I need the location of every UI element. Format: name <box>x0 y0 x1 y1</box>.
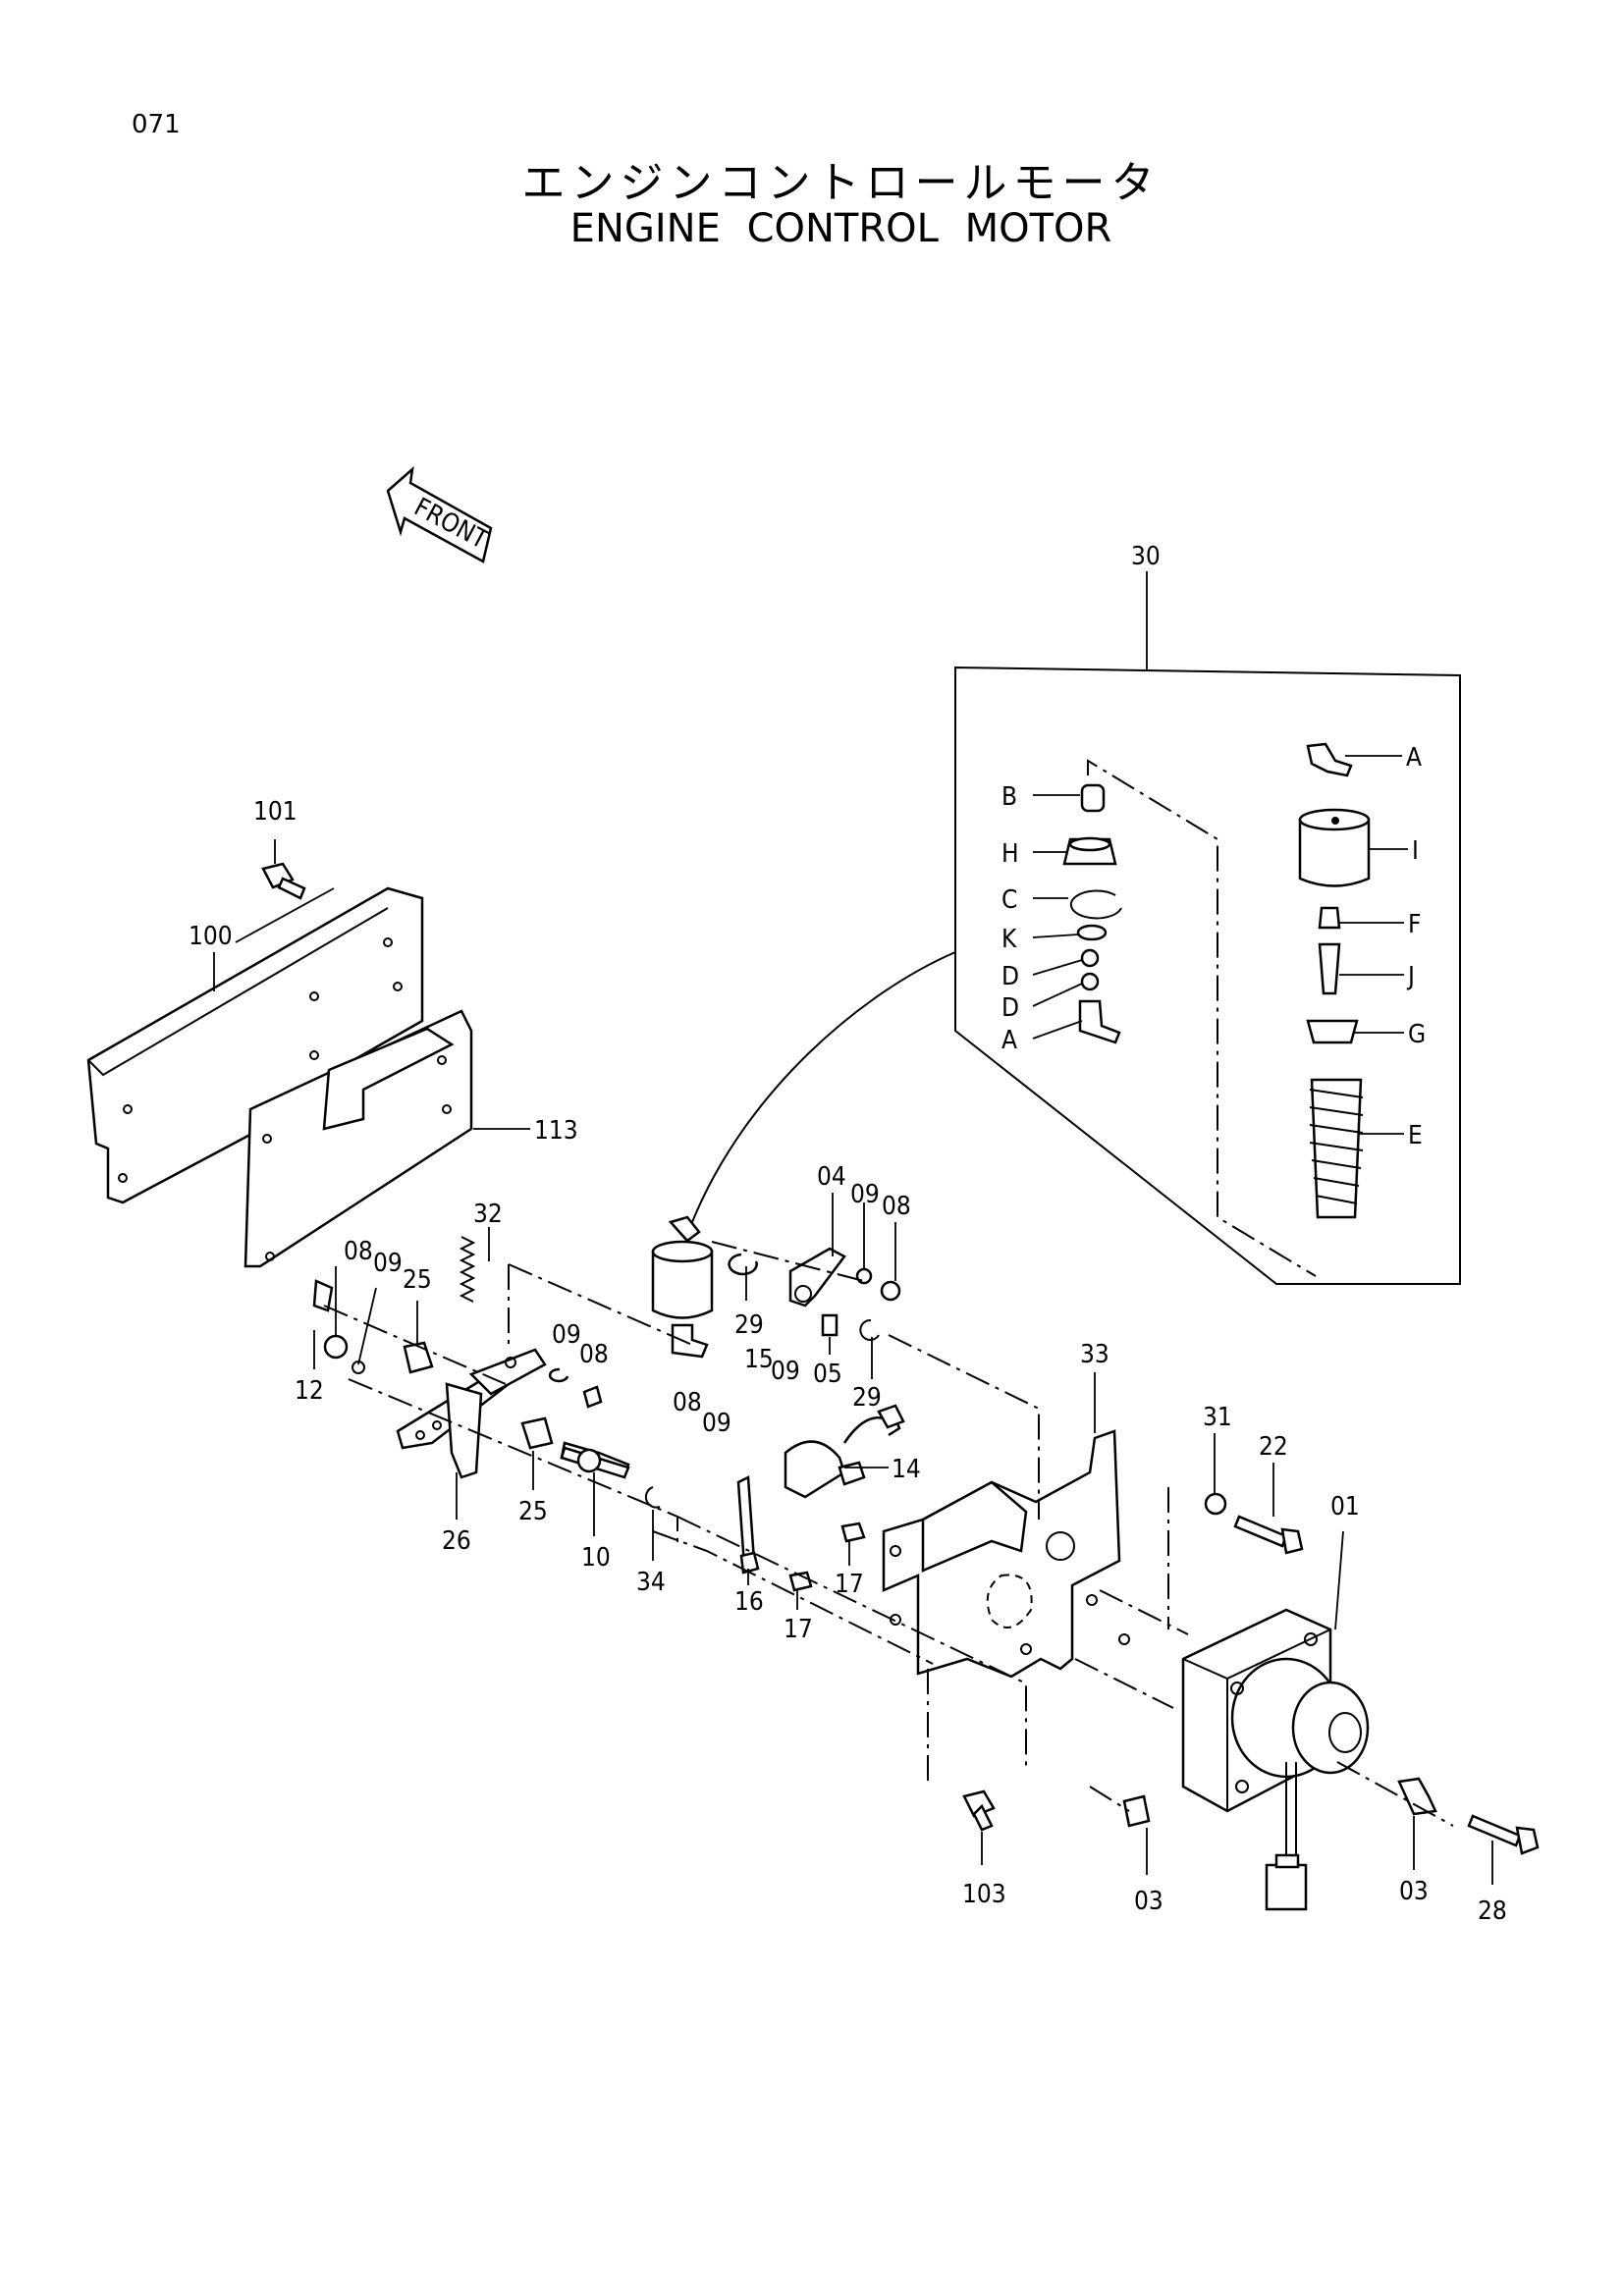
callout-31: 31 <box>1203 1403 1232 1432</box>
callout-15: 15 <box>744 1345 774 1374</box>
callout-28: 28 <box>1478 1896 1507 1926</box>
callout-09c: 09 <box>771 1357 800 1386</box>
svg-text:I: I <box>1412 836 1419 866</box>
callout-09d: 09 <box>702 1409 731 1438</box>
page-number: 071 <box>132 110 181 139</box>
bolt-101 <box>261 862 306 900</box>
callout-labels: 101 100 113 32 08 09 25 12 09 08 26 25 1… <box>189 797 1507 1926</box>
callout-10: 10 <box>581 1543 611 1573</box>
callout-22: 22 <box>1259 1432 1288 1462</box>
callout-08d: 08 <box>882 1192 911 1221</box>
kit-box: 30 <box>954 542 1461 1285</box>
bracket-33 <box>882 1429 1130 1679</box>
kit-number-label: 30 <box>1131 542 1161 571</box>
svg-text:E: E <box>1408 1121 1423 1150</box>
callout-32: 32 <box>473 1200 503 1229</box>
kit-parts-left <box>1062 759 1317 1277</box>
bolt-103 <box>962 1789 996 1832</box>
nut-31 <box>1204 1492 1227 1516</box>
svg-text:D: D <box>1001 993 1019 1023</box>
sensor-14 <box>784 1404 905 1499</box>
pin-10 <box>560 1446 630 1479</box>
callout-29: 29 <box>734 1310 764 1340</box>
callout-17b: 17 <box>784 1615 813 1644</box>
svg-text:B: B <box>1001 782 1017 812</box>
front-arrow: FRONT <box>386 465 493 563</box>
motor-01 <box>1181 1608 1370 1911</box>
callout-29b: 29 <box>852 1383 882 1413</box>
svg-text:F: F <box>1408 910 1421 939</box>
spring-32 <box>459 1236 476 1303</box>
callout-09: 09 <box>373 1249 403 1278</box>
bolt-22 <box>1233 1515 1304 1555</box>
callout-34: 34 <box>636 1568 666 1597</box>
svg-text:C: C <box>1001 885 1017 915</box>
kit-part-labels: B H C K D D A A I F J G E <box>1001 743 1426 1150</box>
plate-113 <box>243 1009 473 1268</box>
callout-04: 04 <box>817 1162 846 1192</box>
callout-25b: 25 <box>518 1497 548 1526</box>
callout-26: 26 <box>442 1526 471 1556</box>
svg-text:H: H <box>1001 839 1019 869</box>
callout-09e: 09 <box>850 1180 880 1209</box>
bracket-16 <box>736 1475 760 1575</box>
callout-08b: 08 <box>579 1340 609 1369</box>
control-cable <box>691 951 956 1223</box>
callout-16: 16 <box>734 1587 764 1617</box>
callout-12: 12 <box>295 1376 324 1406</box>
front-label: FRONT <box>409 493 493 556</box>
callout-08c: 08 <box>673 1388 702 1417</box>
callout-03b: 03 <box>1399 1877 1429 1906</box>
callout-05: 05 <box>813 1360 842 1389</box>
callout-03: 03 <box>1134 1887 1163 1916</box>
kit-parts-right <box>1298 742 1371 1219</box>
callout-103: 103 <box>962 1880 1006 1909</box>
svg-text:D: D <box>1001 962 1019 991</box>
svg-text:K: K <box>1001 925 1017 954</box>
lever-26 <box>396 1348 547 1479</box>
callout-08: 08 <box>344 1237 373 1266</box>
callout-100: 100 <box>189 922 233 951</box>
svg-text:A: A <box>1406 743 1422 773</box>
callout-25: 25 <box>403 1265 432 1295</box>
actuator-cylinder <box>651 1215 714 1359</box>
leader-lines <box>213 839 1493 1885</box>
callout-01: 01 <box>1330 1492 1360 1522</box>
callout-33: 33 <box>1080 1340 1109 1369</box>
clips-03 <box>1122 1777 1437 1828</box>
callout-17: 17 <box>835 1570 864 1599</box>
title-japanese: エンジンコントロールモータ <box>521 158 1161 208</box>
title-english: ENGINE CONTROL MOTOR <box>569 206 1112 251</box>
callout-101: 101 <box>253 797 298 827</box>
callout-09b: 09 <box>552 1320 581 1350</box>
svg-text:G: G <box>1408 1020 1426 1049</box>
centerlines <box>323 1241 1454 1827</box>
callout-14: 14 <box>892 1455 921 1484</box>
bolts-17 <box>788 1522 866 1592</box>
callout-113: 113 <box>534 1116 578 1146</box>
bolt-28 <box>1467 1814 1540 1855</box>
svg-text:A: A <box>1001 1026 1017 1055</box>
svg-text:J: J <box>1406 962 1415 991</box>
